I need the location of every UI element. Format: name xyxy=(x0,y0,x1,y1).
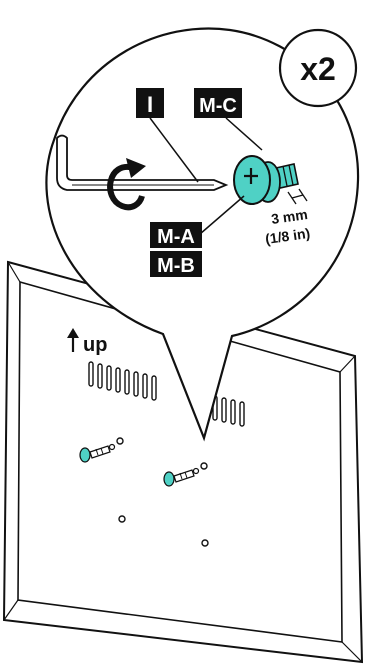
svg-text:M-A: M-A xyxy=(157,226,195,248)
svg-text:I: I xyxy=(147,92,153,117)
tool-label: I xyxy=(136,88,164,118)
orientation-label: up xyxy=(83,334,107,356)
quantity-badge: x2 xyxy=(280,30,356,106)
screw-label-m-c: M-C xyxy=(194,88,242,118)
screw-label-m-b: M-B xyxy=(150,251,202,277)
svg-text:M-B: M-B xyxy=(157,255,195,277)
screw-label-m-a: M-A xyxy=(150,222,202,248)
svg-text:M-C: M-C xyxy=(199,95,237,117)
quantity-badge-text: x2 xyxy=(300,51,336,87)
